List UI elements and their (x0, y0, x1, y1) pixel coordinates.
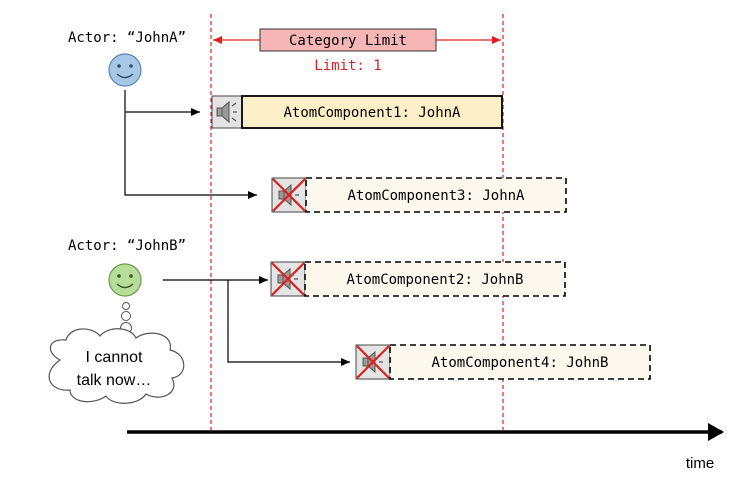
component-4-box (389, 344, 651, 380)
blocked-speaker-icon (271, 262, 305, 296)
blocked-speaker-icon (356, 345, 390, 379)
actor-a-label: Actor: “JohnA” (68, 30, 186, 46)
actor-a-connector (124, 90, 257, 199)
time-axis-label: time (686, 455, 714, 472)
component-4-label: AtomComponent4: JohnB (431, 355, 608, 371)
component-2-label: AtomComponent2: JohnB (346, 272, 523, 288)
component-3-box (305, 177, 567, 213)
actor-b-label: Actor: “JohnB” (68, 238, 186, 254)
component-2-box (304, 261, 566, 297)
smiley-face-icon (108, 263, 142, 297)
category-limit-box (259, 28, 437, 52)
thought-line-1: I cannot (86, 349, 143, 366)
limit-value-label: Limit: 1 (314, 58, 381, 74)
actor-b-connector (227, 280, 350, 366)
time-axis-arrowhead (708, 423, 724, 441)
component-1-box (241, 95, 503, 129)
thought-bubble (48, 302, 185, 404)
component-3-label: AtomComponent3: JohnA (347, 188, 525, 204)
smiley-face-icon (108, 53, 142, 87)
category-limit-label: Category Limit (289, 33, 407, 49)
component-1-label: AtomComponent1: JohnA (283, 105, 461, 121)
blocked-speaker-icon (272, 178, 306, 212)
thought-line-2: talk now… (77, 372, 152, 389)
